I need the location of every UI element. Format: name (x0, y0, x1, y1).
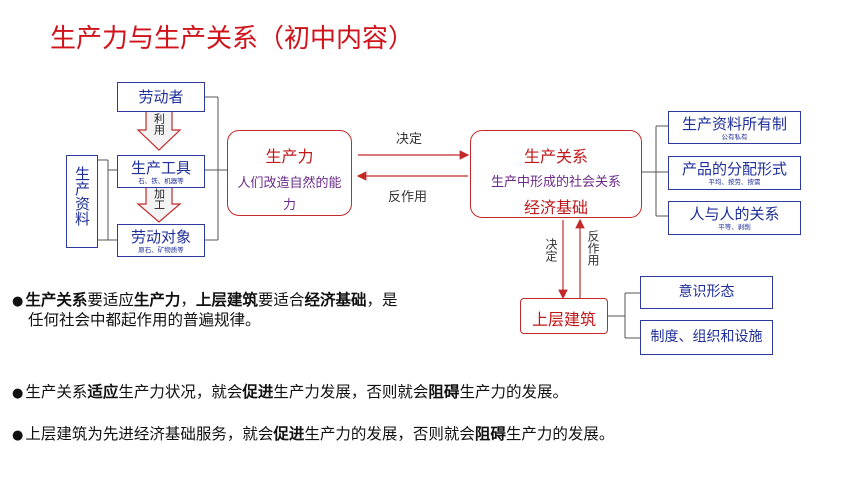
superstructure-box: 上层建筑 (520, 298, 608, 334)
ownership-box: 生产资料所有制 公有私有 (668, 111, 801, 144)
bullet-dot: ● (12, 294, 24, 309)
ownership-sub: 公有私有 (721, 133, 748, 141)
tools-sub: 石、铁、机器等 (138, 177, 184, 185)
b1-superstructure: 上层建筑 (195, 291, 258, 309)
decides-label: 决定 (396, 132, 423, 147)
laborer-box: 劳动者 (117, 82, 205, 112)
ideology-box: 意识形态 (640, 276, 773, 309)
productivity-title: 生产力 (265, 147, 314, 166)
bullet-dot: ● (12, 386, 24, 401)
distribution-label: 产品的分配形式 (681, 160, 787, 178)
economic-base-label: 经济基础 (523, 198, 588, 217)
means-of-production-label: 生产资料 (73, 166, 91, 226)
reacts-label: 反作用 (388, 190, 428, 205)
relations-desc: 生产中形成的社会关系 (490, 175, 621, 190)
reacts-vertical-label: 反作用 (586, 230, 600, 266)
use-label: 利用 (152, 113, 166, 135)
b2-hinder: 阻碍 (428, 383, 460, 401)
process-label: 加工 (152, 188, 166, 210)
labor-object-label: 劳动对象 (130, 228, 191, 246)
b2-t3: 生产力的发展。 (459, 383, 568, 401)
b2-t2: 生产力发展，否则就会 (273, 383, 429, 401)
bullet-law-line2: 任何社会中都起作用的普遍规律。 (28, 311, 261, 329)
institutions-box: 制度、组织和设施 (640, 320, 773, 355)
laborer-label: 劳动者 (138, 88, 184, 106)
institutions-label: 制度、组织和设施 (650, 329, 763, 345)
productivity-box: 生产力 人们改造自然的能力 (227, 130, 352, 216)
b1-relations: 生产关系 (25, 291, 88, 309)
b3-t2: 生产力的发展。 (505, 425, 615, 443)
bullet-relations-adapt: ●生产关系适应生产力状况，就会促进生产力发展，否则就会阻碍生产力的发展。 (12, 380, 568, 402)
b3-promote: 促进 (273, 425, 305, 443)
b1-comma: ， (180, 291, 196, 309)
b1-t1: 要适应 (87, 291, 134, 309)
ideology-label: 意识形态 (678, 284, 735, 300)
means-of-production-box: 生产资料 (66, 155, 98, 248)
relationship-sub: 平等、剥削 (718, 223, 751, 231)
labor-object-sub: 原石、矿物质等 (138, 246, 184, 254)
productivity-desc: 人们改造自然的能力 (237, 176, 342, 213)
b2-adapt: 适应 (87, 383, 119, 401)
distribution-sub: 平均、按劳、按需 (708, 178, 761, 186)
decides-vertical-label: 决定 (544, 238, 558, 262)
b2-t1: 生产力状况，就会 (118, 383, 243, 401)
b2-promote: 促进 (242, 383, 274, 401)
relations-title: 生产关系 (523, 147, 588, 166)
relationship-label: 人与人的关系 (689, 205, 780, 223)
labor-object-box: 劳动对象 原石、矿物质等 (117, 224, 205, 257)
bullet-law: ●生产关系要适应生产力，上层建筑要适合经济基础，是 (12, 288, 397, 310)
b3-t0: 上层建筑为先进经济基础服务，就会 (25, 425, 274, 443)
b2-t0: 生产关系 (25, 383, 88, 401)
b1-t2: 要适合 (257, 291, 305, 309)
b3-t1: 生产力的发展，否则就会 (304, 425, 475, 443)
b3-hinder: 阻碍 (474, 425, 506, 443)
relationship-box: 人与人的关系 平等、剥削 (668, 201, 801, 235)
distribution-box: 产品的分配形式 平均、按劳、按需 (668, 156, 801, 190)
page-title: 生产力与生产关系（初中内容） (50, 24, 415, 54)
tools-box: 生产工具 石、铁、机器等 (117, 155, 205, 188)
tools-label: 生产工具 (130, 159, 191, 177)
b1-productivity: 生产力 (133, 291, 181, 309)
relations-box: 生产关系 生产中形成的社会关系 经济基础 (470, 130, 642, 218)
b1-t3: ，是 (366, 291, 398, 309)
ownership-label: 生产资料所有制 (681, 115, 787, 133)
bullet-superstructure-serve: ●上层建筑为先进经济基础服务，就会促进生产力的发展，否则就会阻碍生产力的发展。 (12, 422, 614, 444)
superstructure-title: 上层建筑 (531, 310, 596, 329)
bullet-dot: ● (12, 428, 24, 443)
b1-base: 经济基础 (304, 291, 367, 309)
